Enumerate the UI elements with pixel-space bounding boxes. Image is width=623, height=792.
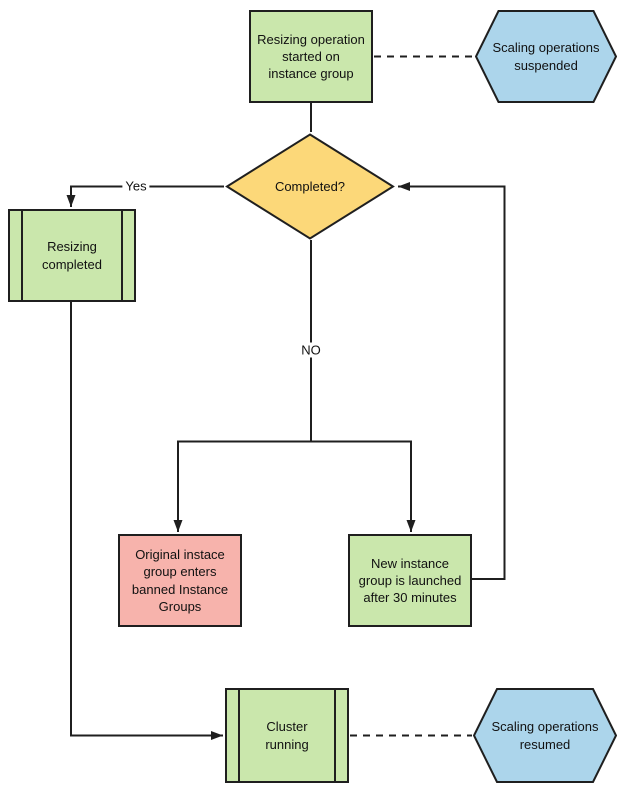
hexagon-shape xyxy=(473,688,617,783)
node-new-group-label: New instance group is launched after 30 … xyxy=(358,555,462,606)
node-banned-groups-label: Original instace group enters banned Ins… xyxy=(131,547,229,614)
node-new-group: New instance group is launched after 30 … xyxy=(348,534,472,627)
node-completed-decision: Completed? xyxy=(225,133,395,240)
node-resizing-completed: Resizing completed xyxy=(8,209,136,302)
node-completed-label: Completed? xyxy=(274,178,346,194)
node-scaling-suspended: Scaling operations suspended xyxy=(475,10,617,103)
edge-label-no: NO xyxy=(298,342,324,358)
node-scaling-resumed: Scaling operations resumed xyxy=(473,688,617,783)
node-scaling-resumed-label: Scaling operations resumed xyxy=(491,719,599,752)
edge-newgroup-to-completed xyxy=(398,182,506,580)
node-resizing-started: Resizing operation started on instance g… xyxy=(249,10,373,103)
diamond-shape xyxy=(225,133,395,240)
edge-completed-yes xyxy=(66,185,224,207)
node-scaling-suspended-label: Scaling operations suspended xyxy=(492,40,600,73)
edge-resizing-to-cluster xyxy=(70,302,223,740)
edge-label-yes: Yes xyxy=(122,178,150,194)
node-resizing-started-label: Resizing operation started on instance g… xyxy=(257,31,365,82)
node-banned-groups: Original instace group enters banned Ins… xyxy=(118,534,242,627)
node-cluster-running: Cluster running xyxy=(225,688,349,783)
node-resizing-completed-label: Resizing completed xyxy=(42,239,102,272)
node-cluster-running-label: Cluster running xyxy=(265,719,309,752)
hexagon-shape xyxy=(475,10,617,103)
